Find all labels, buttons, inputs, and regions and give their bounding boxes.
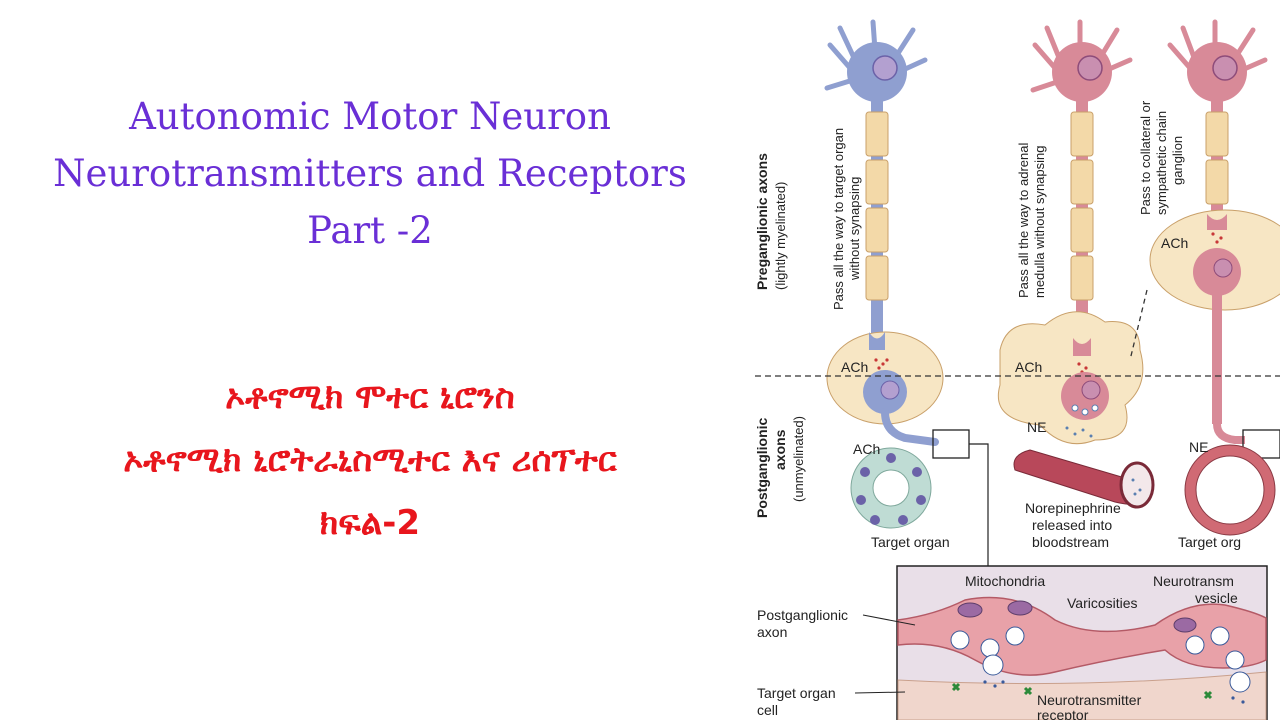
col3-text-3: ganglion [1170, 136, 1185, 185]
dendrites-1 [824, 19, 928, 91]
inset-target-cell-2: cell [757, 702, 778, 718]
inset-receptor-1: Neurotransmitter [1037, 692, 1142, 708]
target-cell-membrane [897, 671, 1267, 721]
title-line-3: Part -2 [307, 209, 433, 252]
varicosity-inset: Mitochondria Varicosities Neurotransm ve… [896, 565, 1268, 723]
amharic-line-3: ክፍል-2 [319, 503, 421, 543]
amharic-line-2: ኦቶኖሚክ ኒሮትራኒስሚተር እና ሪሰፕተር [123, 440, 617, 480]
title-line-1: Autonomic Motor Neuron [129, 95, 611, 138]
ne-label-2: NE [1189, 439, 1208, 455]
ach-label-2: ACh [1015, 359, 1042, 375]
postganglionic-sub: (unmyelinated) [791, 416, 806, 502]
diagram-svg: Preganglionic axons (lightly myelinated)… [754, 19, 1280, 723]
column-1-neuron [824, 19, 989, 566]
target-organ-caption-3: Target org [1178, 534, 1241, 550]
target-organ-gland [850, 447, 932, 529]
ach-label-3: ACh [1161, 235, 1188, 251]
inset-post-axon-1: Postganglionic [757, 607, 848, 623]
preganglionic-label: Preganglionic axons [754, 153, 770, 290]
myelin-1a [865, 111, 889, 157]
myelin-1d [865, 255, 889, 301]
col3-text-1: Pass to collateral or [1138, 100, 1153, 215]
inset-mitochondria: Mitochondria [965, 573, 1045, 589]
ach-label-4: ACh [853, 441, 880, 457]
inset-neurotransmitter-2: vesicle [1195, 590, 1238, 606]
inset-connector-line [969, 443, 989, 566]
postganglionic-axon-1 [881, 408, 939, 446]
postganglionic-nucleus-1 [880, 380, 900, 400]
ne-release-3: bloodstream [1032, 534, 1109, 550]
col1-text-1: Pass all the way to target organ [831, 128, 846, 310]
target-organ-caption-1: Target organ [871, 534, 950, 550]
slide-title: Autonomic Motor Neuron Neurotransmitters… [0, 88, 740, 259]
dendrites-3 [1167, 19, 1268, 73]
inset-target-cell-1: Target organ [757, 685, 836, 701]
title-line-2: Neurotransmitters and Receptors [53, 152, 687, 195]
preganglionic-sub: (lightly myelinated) [773, 182, 788, 290]
col2-text-1: Pass all the way to adrenal [1016, 143, 1031, 298]
myelin-1b [865, 159, 889, 205]
amharic-title: ኦቶኖሚክ ሞተር ኒሮንስ ኦቶኖሚክ ኒሮትራኒስሚተር እና ሪሰፕተር … [0, 366, 740, 555]
postganglionic-label-1: Postganglionic [754, 417, 770, 518]
column-3-neuron [1129, 19, 1280, 536]
col3-text-2: sympathetic chain [1154, 111, 1169, 215]
nucleus-1 [872, 55, 898, 81]
autonomic-neuron-diagram: Preganglionic axons (lightly myelinated)… [745, 0, 1280, 723]
blood-vessel [1013, 449, 1155, 509]
inset-post-axon-2: axon [757, 624, 787, 640]
title-panel: Autonomic Motor Neuron Neurotransmitters… [0, 88, 740, 555]
postganglionic-axon-3 [1212, 294, 1222, 424]
ne-release-2: released into [1032, 517, 1112, 533]
inset-neurotransmitter-1: Neurotransm [1153, 573, 1234, 589]
inset-receptor-2: receptor [1037, 707, 1089, 720]
inset-varicosities: Varicosities [1067, 595, 1138, 611]
ganglion-dash-line [1129, 289, 1148, 361]
nucleus-2 [1077, 55, 1103, 81]
dendrites-2 [1030, 19, 1133, 93]
ne-release-1: Norepinephrine [1025, 500, 1121, 516]
amharic-line-1: ኦቶኖሚክ ሞተር ኒሮንስ [225, 377, 515, 417]
target-organ-vessel [1184, 444, 1276, 536]
col2-text-2: medulla without synapsing [1032, 146, 1047, 298]
col1-text-2: without synapsing [847, 177, 862, 281]
myelin-1c [865, 207, 889, 253]
ach-label-1: ACh [841, 359, 868, 375]
terminal-2 [1073, 338, 1091, 356]
column-2-neuron [998, 19, 1155, 509]
ne-label-1: NE [1027, 419, 1046, 435]
terminal-1 [869, 332, 885, 350]
postganglionic-label-2: axons [772, 429, 788, 470]
